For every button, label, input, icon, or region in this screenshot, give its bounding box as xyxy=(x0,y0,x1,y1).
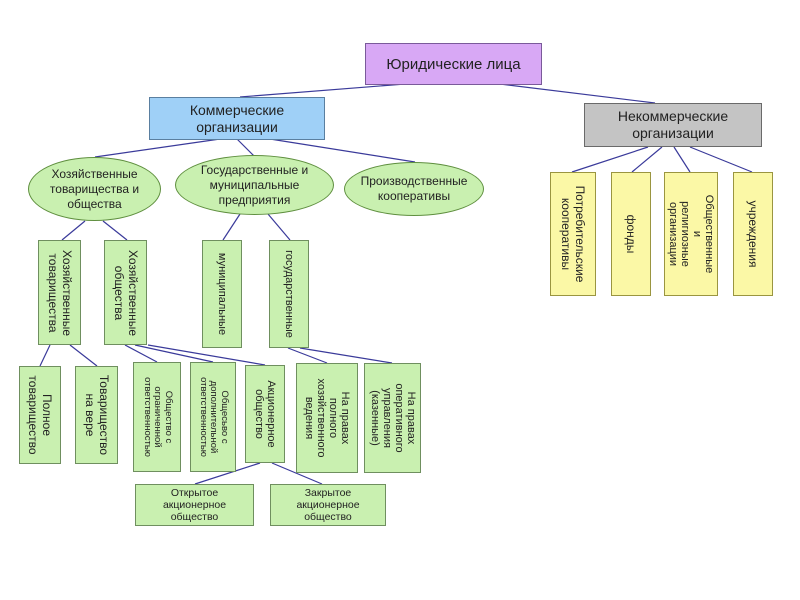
commercial-organizations: Коммерческие организации xyxy=(149,97,325,140)
funds-box: фонды xyxy=(611,172,651,296)
edge-commercial-pk xyxy=(269,138,416,163)
edge-hto-ho xyxy=(102,220,128,241)
edge-ht-limited xyxy=(69,344,98,367)
edge-ht-full xyxy=(39,344,51,367)
limited-partnership-box: Товарищество на вере xyxy=(75,366,118,464)
edge-commercial-gmp xyxy=(236,138,256,158)
root-legal-entities: Юридические лица xyxy=(365,43,542,85)
open-jsc-box: Открытое акционерное общество xyxy=(135,484,254,526)
operational-management-label: На правах оперативного управления (казен… xyxy=(368,383,417,453)
edge-nc-public xyxy=(673,146,691,173)
public-religious-box: Общественные и религиозные организации xyxy=(664,172,718,296)
municipal-box: муниципальные xyxy=(202,240,242,348)
llc-box: Общество с ограниченной ответственностью xyxy=(133,362,181,472)
noncommercial-organizations: Некоммерческие организации xyxy=(584,103,762,147)
consumer-cooperatives-label: Потребительские кооперативы xyxy=(559,185,587,283)
consumer-cooperatives-box: Потребительские кооперативы xyxy=(550,172,596,296)
edge-gos-oper xyxy=(299,347,393,364)
closed-jsc-label: Закрытое акционерное общество xyxy=(296,487,360,523)
joint-stock-label: Акционерное общество xyxy=(253,380,277,448)
edge-root-commercial xyxy=(239,83,406,98)
edge-nc-funds xyxy=(631,146,663,173)
ht-label: Хозяйственные товарищества xyxy=(45,249,74,336)
state-box: государственные xyxy=(269,240,309,348)
ho-label: Хозяйственные общества xyxy=(111,249,140,336)
edge-ho-jsc xyxy=(147,344,266,366)
edge-nc-inst xyxy=(689,146,753,173)
edge-hto-ht xyxy=(61,220,86,241)
economic-management-box: На правах полного хозяйственного ведения xyxy=(296,363,358,473)
edge-commercial-hto xyxy=(94,138,221,158)
alc-label: Общесьво с дополнительной ответственност… xyxy=(197,377,230,457)
root-label: Юридические лица xyxy=(386,55,521,73)
edge-ho-alc xyxy=(134,344,214,363)
state-municipal-enterprises-ellipse: Государственные и муниципальные предприя… xyxy=(175,155,334,215)
noncommercial-label: Некоммерческие организации xyxy=(617,108,729,141)
funds-label: фонды xyxy=(624,214,638,254)
production-cooperatives-ellipse: Производственные кооперативы xyxy=(344,162,484,216)
hto-label: Хозяйственные товарищества и общества xyxy=(49,166,140,211)
edge-jsc-open xyxy=(194,462,261,485)
full-partnership-box: Полное товарищество xyxy=(19,366,61,464)
edge-ho-llc xyxy=(124,344,158,363)
commercial-label: Коммерческие организации xyxy=(189,101,285,135)
business-partnerships-and-companies-ellipse: Хозяйственные товарищества и общества xyxy=(28,157,161,221)
pk-label: Производственные кооперативы xyxy=(360,174,468,203)
business-partnerships-box: Хозяйственные товарищества xyxy=(38,240,81,345)
operational-management-box: На правах оперативного управления (казен… xyxy=(364,363,421,473)
edge-jsc-closed xyxy=(271,462,323,485)
public-religious-label: Общественные и религиозные организации xyxy=(667,194,715,274)
institutions-label: учреждения xyxy=(746,200,760,268)
limited-partnership-label: Товарищество на вере xyxy=(82,374,111,456)
full-partnership-label: Полное товарищество xyxy=(26,375,54,455)
alc-box: Общесьво с дополнительной ответственност… xyxy=(190,362,236,472)
open-jsc-label: Открытое акционерное общество xyxy=(162,487,227,523)
economic-management-label: На правах полного хозяйственного ведения xyxy=(303,378,351,458)
edge-nc-consumer xyxy=(571,146,649,173)
joint-stock-box: Акционерное общество xyxy=(245,365,285,463)
institutions-box: учреждения xyxy=(733,172,773,296)
edge-gos-econ xyxy=(287,347,328,364)
edge-gmp-gos xyxy=(267,213,291,241)
edge-root-noncommercial xyxy=(499,83,656,104)
municipal-label: муниципальные xyxy=(216,252,228,336)
edge-gmp-mun xyxy=(222,213,241,241)
gmp-label: Государственные и муниципальные предприя… xyxy=(200,162,309,207)
llc-label: Общество с ограниченной ответственностью xyxy=(141,377,174,457)
closed-jsc-box: Закрытое акционерное общество xyxy=(270,484,386,526)
state-label: государственные xyxy=(283,250,295,338)
business-companies-box: Хозяйственные общества xyxy=(104,240,147,345)
